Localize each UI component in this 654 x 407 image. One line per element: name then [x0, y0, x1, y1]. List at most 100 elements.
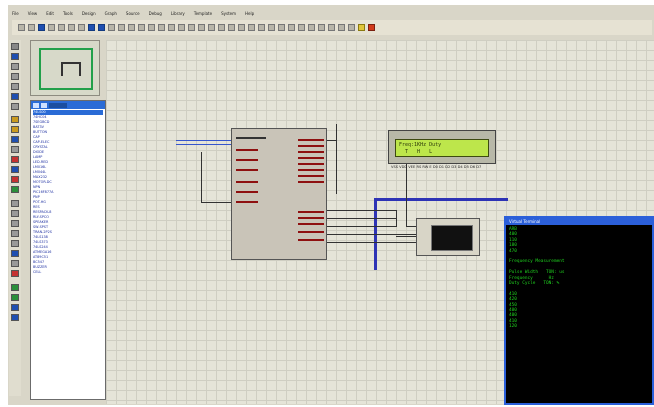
device-list-item[interactable]: POT-HG: [33, 200, 46, 204]
bom-icon[interactable]: [338, 24, 345, 31]
voltage-probe-icon[interactable]: [11, 166, 19, 173]
menu-edit[interactable]: Edit: [46, 11, 54, 16]
library-button[interactable]: [41, 102, 47, 108]
make-device-icon[interactable]: [248, 24, 255, 31]
exit-to-parent-icon[interactable]: [328, 24, 335, 31]
box-icon[interactable]: [11, 210, 19, 217]
menu-template[interactable]: Template: [193, 11, 213, 16]
device-list-item[interactable]: 74LS244: [33, 245, 48, 249]
device-list-item[interactable]: CAP-ELEC: [33, 140, 50, 144]
undo-icon[interactable]: [148, 24, 155, 31]
current-probe-icon[interactable]: [11, 176, 19, 183]
menu-library[interactable]: Library: [170, 11, 185, 16]
new-sheet-icon[interactable]: [308, 24, 315, 31]
text-icon[interactable]: [11, 250, 19, 257]
input-wire[interactable]: [176, 144, 231, 145]
device-list-item[interactable]: LM044L: [33, 170, 47, 174]
generator-icon[interactable]: [11, 156, 19, 163]
grid-icon[interactable]: [78, 24, 85, 31]
device-list-item[interactable]: RLY-SPCO: [33, 215, 49, 219]
refresh-icon[interactable]: [68, 24, 75, 31]
pick-device-icon[interactable]: [238, 24, 245, 31]
search-icon[interactable]: [288, 24, 295, 31]
device-list-item[interactable]: 74HC04: [33, 115, 47, 119]
wire[interactable]: [406, 164, 407, 226]
cut-icon[interactable]: [168, 24, 175, 31]
remove-sheet-icon[interactable]: [318, 24, 325, 31]
wire[interactable]: [327, 234, 417, 235]
microcontroller-component[interactable]: [231, 128, 327, 260]
rotate-cw-icon[interactable]: [11, 284, 19, 291]
menu-debug[interactable]: Debug: [148, 11, 162, 16]
device-list-item[interactable]: BAT3V: [33, 125, 44, 129]
menu-tools[interactable]: Tools: [62, 11, 73, 16]
device-list-item[interactable]: BUZZER: [33, 265, 47, 269]
device-list-item[interactable]: MAX232: [33, 175, 48, 179]
selection-mode-icon[interactable]: [11, 43, 19, 50]
zoom-area-icon[interactable]: [138, 24, 145, 31]
menu-help[interactable]: Help: [245, 11, 255, 16]
menu-system[interactable]: System: [221, 11, 236, 16]
mirror-y-icon[interactable]: [11, 314, 19, 321]
terminals-icon[interactable]: [11, 116, 19, 123]
block-copy-icon[interactable]: [198, 24, 205, 31]
new-file-icon[interactable]: [18, 24, 25, 31]
decompose-icon[interactable]: [268, 24, 275, 31]
device-list-item[interactable]: MOTOR-DC: [33, 180, 52, 184]
redo-icon[interactable]: [158, 24, 165, 31]
wire[interactable]: [327, 242, 417, 243]
lcd-display-component[interactable]: Freq:1KHz Duty T H L: [388, 130, 496, 164]
wire[interactable]: [406, 226, 416, 227]
wire[interactable]: [201, 152, 202, 202]
device-list-item[interactable]: 74LS138: [33, 235, 48, 239]
zoom-all-icon[interactable]: [128, 24, 135, 31]
graph-icon[interactable]: [11, 136, 19, 143]
device-list-item[interactable]: ATMEGA16: [33, 250, 52, 254]
open-file-icon[interactable]: [28, 24, 35, 31]
wire[interactable]: [336, 124, 337, 194]
device-list-item[interactable]: BUTTON: [33, 130, 48, 134]
menu-view[interactable]: View: [27, 11, 38, 16]
pan-icon[interactable]: [98, 24, 105, 31]
wire-autorouter-icon[interactable]: [278, 24, 285, 31]
device-list-item[interactable]: PNP: [33, 195, 40, 199]
menu-design[interactable]: Design: [81, 11, 96, 16]
print-icon[interactable]: [48, 24, 55, 31]
device-list-item[interactable]: AT89C51: [33, 255, 49, 259]
path-icon[interactable]: [11, 240, 19, 247]
mirror-x-icon[interactable]: [11, 304, 19, 311]
circle-icon[interactable]: [11, 220, 19, 227]
oscilloscope-component[interactable]: [416, 218, 480, 256]
marker-icon[interactable]: [11, 270, 19, 277]
device-list-item[interactable]: NPN: [33, 185, 41, 189]
device-list-item[interactable]: 7SEGBCD: [33, 120, 50, 124]
pick-device-button[interactable]: [33, 102, 39, 108]
packaging-icon[interactable]: [258, 24, 265, 31]
device-list-item[interactable]: CAP: [33, 135, 40, 139]
device-list-item[interactable]: BC547: [33, 260, 45, 264]
device-list-item[interactable]: CELL: [33, 270, 42, 274]
wire[interactable]: [327, 140, 337, 141]
line-icon[interactable]: [11, 200, 19, 207]
text-script-icon[interactable]: [11, 83, 19, 90]
device-list-item[interactable]: PIC16F877A: [33, 190, 54, 194]
junction-icon[interactable]: [11, 63, 19, 70]
device-list-item[interactable]: 74LS373: [33, 240, 48, 244]
tape-recorder-icon[interactable]: [11, 146, 19, 153]
symbol-icon[interactable]: [11, 260, 19, 267]
block-rotate-icon[interactable]: [218, 24, 225, 31]
overview-window[interactable]: [30, 40, 100, 96]
device-list-item[interactable]: SW-SPST: [33, 225, 49, 229]
device-list-item[interactable]: CRYSTAL: [33, 145, 48, 149]
menu-graph[interactable]: Graph: [104, 11, 117, 16]
block-move-icon[interactable]: [208, 24, 215, 31]
virtual-instrument-icon[interactable]: [11, 186, 19, 193]
wire[interactable]: [201, 202, 231, 203]
property-assign-icon[interactable]: [298, 24, 305, 31]
device-list-item[interactable]: LAMP: [33, 155, 43, 159]
wire[interactable]: [327, 218, 397, 219]
bus-icon[interactable]: [11, 93, 19, 100]
wire[interactable]: [327, 210, 397, 211]
wire[interactable]: [327, 226, 397, 227]
